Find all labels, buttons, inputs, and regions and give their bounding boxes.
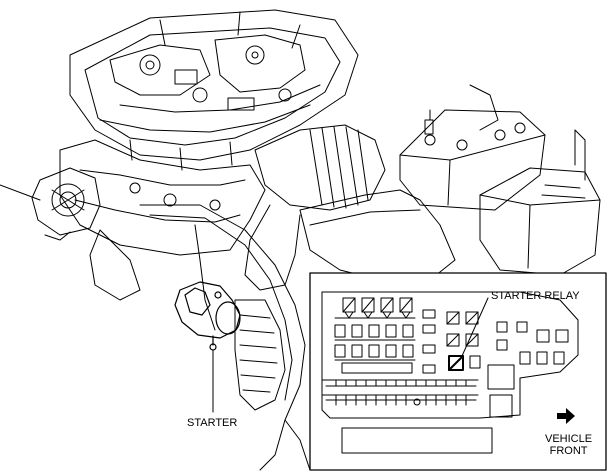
vehicle-front-label: VEHICLE FRONT (545, 433, 592, 457)
arrow-right-icon (557, 408, 575, 424)
battery (399, 109, 546, 211)
fuse-box-detail-inset (309, 272, 607, 471)
junction-box (469, 84, 601, 276)
starter-relay-label: STARTER RELAY (491, 290, 580, 302)
air-cleaner-housing (299, 189, 456, 281)
fuse-grid-left (334, 317, 416, 374)
alternator (0, 167, 101, 241)
engine-block (59, 139, 266, 331)
vehicle-front-label-line2: FRONT (549, 445, 588, 457)
starter-relay (448, 355, 464, 371)
transmission-housing (139, 204, 311, 471)
starter-relay-leader-line (461, 297, 489, 357)
starter-motor (174, 281, 241, 351)
vehicle-front-label-line1: VEHICLE (545, 433, 593, 445)
engine-cylinder-head (69, 9, 359, 171)
fuse-rows-bottom (325, 364, 515, 454)
intake-duct (244, 124, 386, 291)
fuse-column-center (422, 309, 436, 374)
relay-grid-right (446, 311, 569, 369)
starter-label: STARTER (187, 417, 238, 429)
